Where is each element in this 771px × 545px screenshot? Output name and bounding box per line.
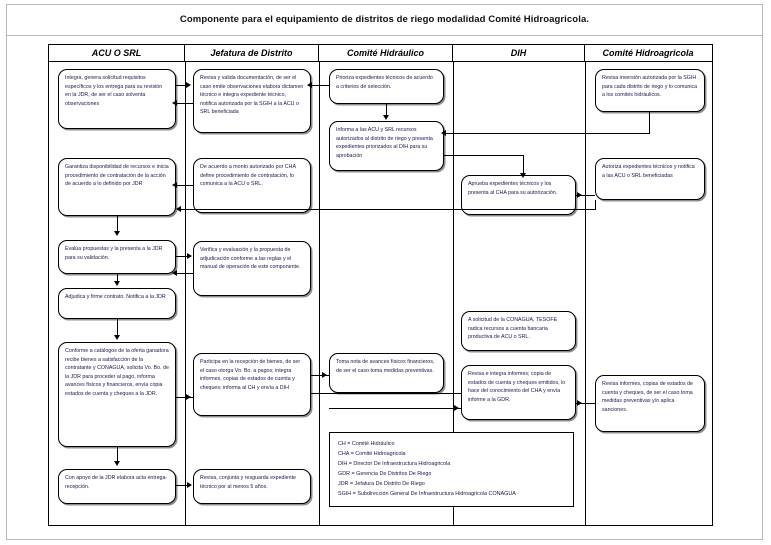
connector-arrow-n6-n11 bbox=[187, 482, 192, 488]
process-node-n13[interactable]: Informa a las ACU y SRL recursos autoriz… bbox=[329, 121, 444, 171]
connector-n3-n9 bbox=[176, 256, 189, 258]
process-node-n10[interactable]: Participa en la recepción de bienes, de … bbox=[193, 353, 311, 416]
connector-arrow-n3-n9 bbox=[187, 253, 192, 259]
connector-arrow-n3-n4 bbox=[114, 281, 120, 286]
process-node-n6[interactable]: Con apoyo de la JDR elabora acta entrega… bbox=[58, 469, 176, 504]
connector-n4-n5 bbox=[117, 319, 119, 336]
connector-n2-n3 bbox=[117, 216, 119, 232]
process-node-n9[interactable]: Verifica y evaluación y la propuesta de … bbox=[193, 241, 311, 296]
connector-arrow-n4-n5 bbox=[114, 335, 120, 340]
connector-n10-n17 bbox=[311, 393, 461, 395]
connector-n5-n6 bbox=[117, 447, 119, 462]
process-node-n4[interactable]: Adjudica y firme contrato. Notifica a la… bbox=[58, 288, 176, 319]
swimlane-header-acu-srl: ACU O SRL bbox=[49, 45, 185, 61]
connector-arrow-n1-n7 bbox=[186, 82, 191, 88]
lane-divider-1 bbox=[185, 62, 186, 525]
swimlane-header-jefatura-distrito: Jefatura de Distrito bbox=[185, 45, 319, 61]
swimlane-header-dih: DIH bbox=[453, 45, 585, 61]
connector-arrow-n10-n14 bbox=[322, 372, 327, 378]
swimlane-header-comite-hidroagricola: Comité Hidroagricola bbox=[602, 48, 694, 58]
lane-divider-2 bbox=[319, 62, 320, 525]
page-title: Componente para el equipamiento de distr… bbox=[179, 14, 590, 25]
legend-entry-cha: CHA = Comité Hidroagricola bbox=[338, 451, 406, 457]
process-node-n5[interactable]: Conforme a catálogos de la oferta ganado… bbox=[58, 342, 176, 447]
legend-entry-dih: DIH = Director De Infraestructura Hidroa… bbox=[338, 461, 451, 467]
document-title-bar: Componente para el equipamiento de distr… bbox=[6, 4, 763, 36]
legend-entry-gdr: GDR = Gerencia De Distritos De Riego bbox=[338, 471, 432, 477]
connector-arrow-n18-n13 bbox=[441, 130, 446, 136]
process-node-n7[interactable]: Revisa y valida documentación, de ser el… bbox=[193, 69, 311, 133]
process-node-n12[interactable]: Prioriza expedientes técnicos de acuerdo… bbox=[329, 69, 444, 104]
swimlane-flowchart: ACU O SRL Jefatura de Distrito Comité Hi… bbox=[48, 44, 713, 526]
connector-n6-n11 bbox=[176, 485, 189, 487]
process-node-n3[interactable]: Evalúa propuestas y la presenta a la JDR… bbox=[58, 240, 176, 274]
connector-n14-n17 bbox=[329, 408, 461, 410]
process-node-n18[interactable]: Revisa inversión autorizada por la SGIH … bbox=[595, 69, 705, 112]
connector-arrow-n12-n13 bbox=[383, 115, 389, 120]
connector-arrow-n15-n19 bbox=[577, 192, 582, 198]
connector-n3-n4 bbox=[117, 274, 119, 282]
legend-entry-sgih: SGIH = Subdirección General De Infraestr… bbox=[338, 491, 516, 497]
connector-n19-down bbox=[595, 200, 597, 210]
legend-entry-ch: CH = Comité Hidráulico bbox=[338, 441, 395, 447]
connector-arrow-n14-n17 bbox=[454, 405, 459, 411]
connector-n15-n19 bbox=[576, 195, 595, 197]
connector-arrow-n8-n2 bbox=[172, 182, 177, 188]
connector-n19-n2 bbox=[180, 209, 596, 211]
connector-n18-down bbox=[649, 112, 651, 134]
legend-entry-jdr: JDR = Jefatura De Distrito De Riego bbox=[338, 481, 425, 487]
swimlane-header-comite-hidraulico: Comité Hidráulico bbox=[319, 45, 453, 61]
connector-n13-n15 bbox=[444, 155, 524, 157]
connector-n1-n7 bbox=[176, 85, 187, 87]
connector-n18-n13 bbox=[445, 133, 650, 135]
connector-n8-n2 bbox=[176, 185, 193, 187]
lane-divider-4 bbox=[585, 62, 586, 525]
connector-n7-n1 bbox=[176, 103, 193, 105]
process-node-n2[interactable]: Garantiza disponibilidad de recursos e i… bbox=[58, 158, 176, 216]
swimlane-header-row: ACU O SRL Jefatura de Distrito Comité Hi… bbox=[49, 45, 712, 62]
process-node-n19[interactable]: Autoriza expedientes técnicos y notifica… bbox=[595, 158, 705, 200]
connector-n10-n14 bbox=[311, 375, 329, 377]
connector-arrow-n5-n10 bbox=[186, 394, 191, 400]
connector-arrow-n13-n15 bbox=[520, 173, 526, 178]
connector-arrow-n9-n3 bbox=[172, 270, 177, 276]
process-node-n1[interactable]: Integra, genera solicitud requisitos esp… bbox=[58, 69, 176, 129]
process-node-n8[interactable]: De acuerdo a monto autorizado por CHA de… bbox=[193, 158, 311, 213]
connector-n9-n3 bbox=[176, 273, 193, 275]
connector-arrow-n19-n2 bbox=[176, 206, 181, 212]
connector-arrow-n7-n1 bbox=[172, 100, 177, 106]
lane-divider-3 bbox=[453, 62, 454, 525]
connector-arrow-n7-n12 bbox=[307, 82, 312, 88]
process-node-n15[interactable]: Aprueba expedientes técnicos y los prese… bbox=[461, 175, 576, 215]
connector-arrow-n2-n3 bbox=[114, 231, 120, 236]
connector-n13-n15-vert bbox=[523, 155, 525, 175]
process-node-n11[interactable]: Revisa, conjunta y resguarda expediente … bbox=[193, 469, 311, 504]
process-node-n20[interactable]: Revisa informes, copias de estados de cu… bbox=[595, 375, 705, 432]
connector-arrow-n17-n20 bbox=[577, 400, 582, 406]
process-node-n17[interactable]: Revisa e integra informes; copia de esta… bbox=[461, 365, 576, 420]
connector-n7-n12 bbox=[311, 85, 329, 87]
process-node-n16[interactable]: A solicitud de la CONAGUA, TESOFE radica… bbox=[461, 311, 576, 351]
legend-box: CH = Comité Hidráulico CHA = Comité Hidr… bbox=[329, 432, 574, 507]
connector-n5-n10 bbox=[176, 397, 193, 399]
connector-n12-n13 bbox=[386, 104, 388, 116]
connector-arrow-n5-n6 bbox=[114, 461, 120, 466]
connector-n17-n20 bbox=[576, 403, 595, 405]
process-node-n14[interactable]: Toma nota de avances físicos financieros… bbox=[329, 353, 444, 393]
